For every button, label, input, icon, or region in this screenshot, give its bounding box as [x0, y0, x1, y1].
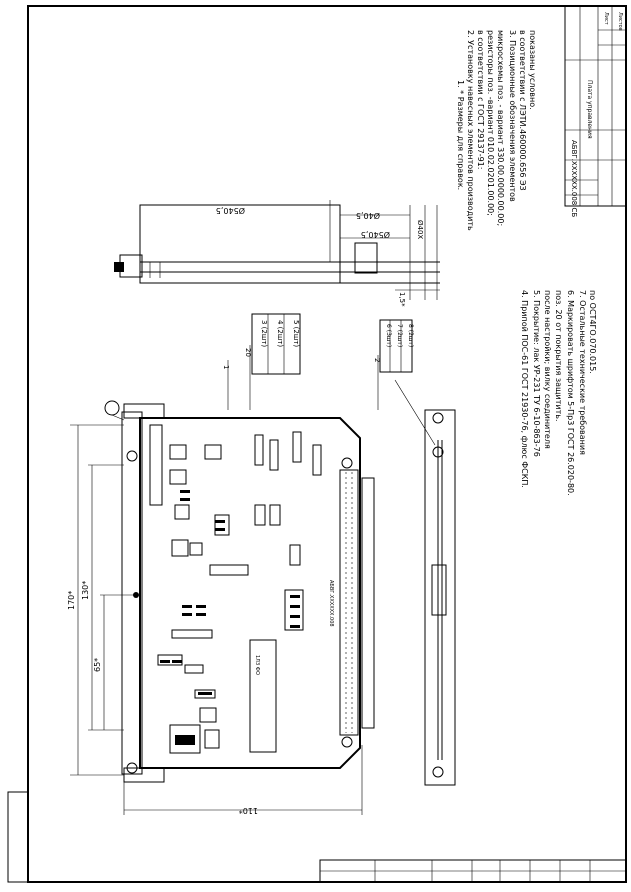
note-line: 4. Припой ПОС-61 ГОСТ 21930-76, флюс ФСК… — [520, 290, 529, 488]
note-line: резисторы поз. -вариант 010.02.0201.00.0… — [486, 30, 495, 216]
callout-row: 4 (2шт) — [276, 320, 284, 347]
title-block-bottom — [319, 859, 627, 883]
note-line: в соответствии с ГОСТ 29137-91: — [476, 30, 485, 169]
title-block-right: АБВГ.XXXXXX.008 СБ Плата управления Лист… — [564, 5, 627, 217]
callout-row: 6 (3шт) — [385, 324, 392, 347]
note-line: поз. 20 от покрытия защитить. — [554, 290, 563, 422]
dim-side-offset1: Ø540,5 — [361, 230, 390, 240]
sheet-field: Лист — [603, 12, 609, 25]
dim-inner-height: 130* — [81, 581, 90, 600]
note-line: 1. * Размеры для справок. — [456, 80, 465, 190]
callout-row: 7 (2шт) — [396, 324, 403, 347]
callout-row: 3 (2шт) — [260, 320, 268, 347]
note-line: после настройки; вилку соединителя — [543, 290, 552, 449]
callout-table-2: 2 6 (3шт) 7 (2шт) 8 (2шт) — [373, 319, 414, 410]
note-line: микросхемы поз. - вариант 330.00.0000.00… — [496, 30, 505, 226]
callout-pos1: 1 — [222, 365, 230, 369]
section-view — [394, 379, 456, 786]
dim-mid-height: 65* — [93, 658, 102, 672]
note-line: в соответствии с ЛЭТИ.460000.656 ЭЗ — [518, 30, 527, 191]
callout-pos20: 20 — [244, 348, 252, 357]
note-line: 2. Установку навесных элементов производ… — [466, 30, 475, 231]
note-line: 7. Остальные технические требования — [578, 290, 587, 455]
board-dimensions: 170* 130* 65* 110* — [67, 424, 363, 815]
note-line: 3. Позиционные обозначения элементов — [508, 30, 517, 202]
callout-table-1: 1 20 3 (2шт) 4 (2шт) 5 (2шт) — [222, 313, 301, 410]
board-marking: АБВГ.XXXXXX.008 — [328, 580, 334, 627]
notes-top: 1. * Размеры для справок. 2. Установку н… — [456, 30, 537, 231]
dim-side-length: Ø540,5 — [216, 206, 245, 216]
pcb-board: АБВГ.XXXXXX.008 — [104, 400, 375, 783]
document-code: АБВГ.XXXXXX.008 СБ — [570, 140, 578, 217]
sheet-label: Плата управления — [586, 80, 593, 139]
note-line: показаны условно. — [528, 30, 537, 110]
dim-side-thickness: 1,5* — [398, 292, 406, 307]
sheets-field: Листов — [617, 12, 623, 31]
side-view: Ø540,5 Ø540,5 Ø40,5 Ø40Х 1,5* — [114, 200, 440, 307]
callout-pos2: 2 — [373, 358, 381, 362]
pcb-components: 1Л3 ФО — [157, 431, 322, 754]
note-line: 5. Покрытие: лак УР-231 ТУ 6-10-863-76 — [532, 290, 541, 457]
note-line: 6. Маркировать шрифтом 5-Пр3 ГОСТ 26.020… — [566, 290, 575, 496]
dim-side-small: Ø40Х — [416, 220, 424, 239]
notes-bottom: 4. Припой ПОС-61 ГОСТ 21930-76, флюс ФСК… — [520, 290, 597, 496]
dim-overall-height: 170* — [67, 591, 76, 610]
callout-row: 8 (2шт) — [407, 324, 414, 347]
dim-overall-width: 110* — [239, 806, 258, 815]
chip-label: 1Л3 ФО — [254, 655, 260, 675]
dim-side-offset2: Ø40,5 — [356, 211, 380, 221]
binding-strip — [7, 791, 29, 883]
note-line: по ОСТ4ГО.070.015. — [588, 290, 597, 374]
callout-row: 5 (2шт) — [292, 320, 300, 347]
